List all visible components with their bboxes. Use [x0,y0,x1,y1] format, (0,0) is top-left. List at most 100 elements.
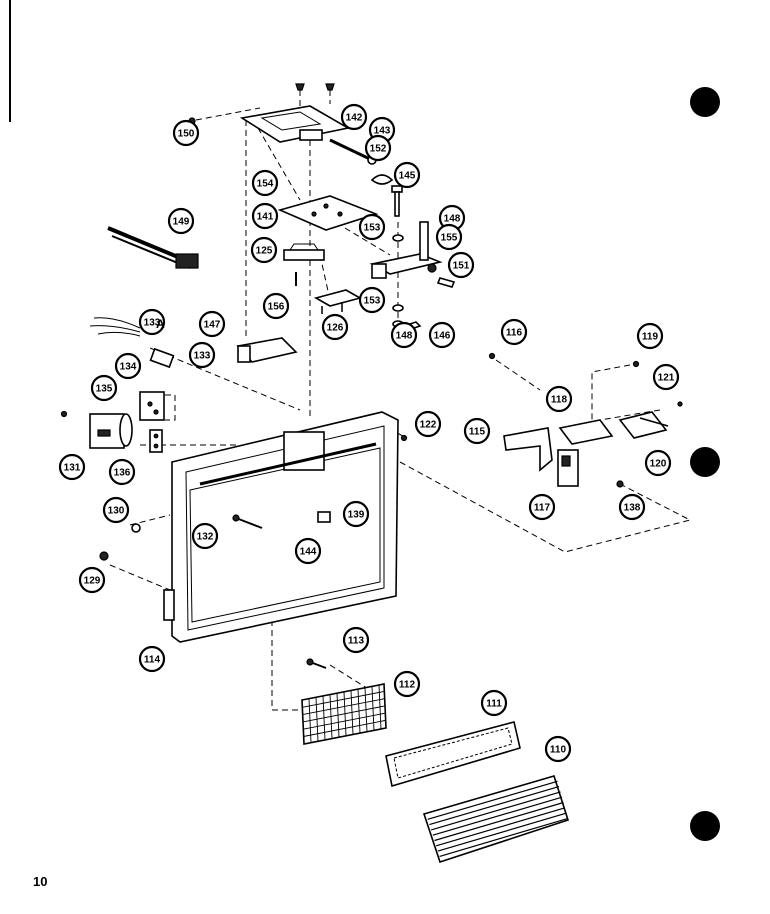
callout-labels: 150 142 143 152 154 145 141 149 153 148 155 125 151 1… [58,103,680,763]
callout-label: 149 [173,217,190,228]
callout-label: 153 [364,223,381,234]
callout-label: 130 [108,506,125,517]
registration-dot [690,447,720,477]
callout-label: 119 [642,332,659,343]
callout-label: 147 [204,320,221,331]
part-top-plate-142 [239,105,351,143]
part-bracket-115 [503,427,553,472]
callout-label: 141 [257,212,274,223]
callout-151: 151 [447,251,475,279]
part-screw-113 [306,658,327,669]
callout-133: 133 [188,341,216,369]
callout-label: 148 [444,214,461,225]
callout-139: 139 [342,500,370,528]
callout-label: 121 [658,373,675,384]
callout-130: 130 [102,496,130,524]
callout-label: 152 [370,144,387,155]
callout-148: 148 [438,204,466,232]
callout-141: 141 [251,202,279,230]
callout-145: 145 [393,161,421,189]
part-louver-110 [422,775,570,864]
callout-label: 116 [506,328,523,339]
part-connector-133 [149,347,175,369]
callout-label: 138 [624,503,641,514]
callout-111: 111 [480,689,508,717]
callout-label: 145 [399,171,416,182]
callout-label: 120 [650,459,667,470]
callout-label: 153 [364,296,381,307]
callout-156: 156 [262,292,290,320]
callout-label: 146 [434,331,451,342]
callout-label: 115 [469,427,486,438]
part-switch-126 [313,289,363,314]
callout-label: 139 [348,510,365,521]
callout-label: 156 [268,302,285,313]
callout-label: 148 [396,331,413,342]
part-main-frame-114 [163,411,399,643]
callout-152: 152 [364,134,392,162]
part-latch-117 [557,449,579,487]
callout-146: 146 [428,321,456,349]
callout-144: 144 [294,537,322,565]
callout-label: 134 [120,362,137,373]
callout-116: 116 [500,318,528,346]
part-harness-149 [107,226,199,269]
callout-label: 143 [374,126,391,137]
callout-125: 125 [250,236,278,264]
callout-131: 131 [58,453,86,481]
callout-suffix-133a: A [156,317,165,331]
part-clip-152 [370,174,394,185]
part-bracket-148 [369,221,443,279]
part-small-fasteners-right [400,352,683,488]
callout-113: 113 [342,626,370,654]
callout-label: 122 [420,420,437,431]
callout-117: 117 [528,493,556,521]
part-wires-133a [89,317,141,337]
callout-label: 118 [551,395,568,406]
callout-153: 153 [358,213,386,241]
callout-132: 132 [191,522,219,550]
callout-155: 155 [435,223,463,251]
registration-dot [690,87,720,117]
callout-133: 133 [138,308,166,336]
callout-label: 142 [346,113,363,124]
callout-label: 111 [486,699,502,710]
callout-120: 120 [644,449,672,477]
registration-dot [690,811,720,841]
callout-112: 112 [393,670,421,698]
leader-lines [109,90,692,711]
part-bracket-120 [618,411,669,439]
callout-label: 133 [194,351,211,362]
callout-150: 150 [172,119,200,147]
callout-label: 154 [257,179,274,190]
part-switch-125 [283,243,325,286]
callout-119: 119 [636,322,664,350]
callout-label: 150 [178,129,195,140]
callout-136: 136 [108,458,136,486]
callout-label: 132 [197,532,214,543]
part-spring-132 [232,514,263,529]
callout-114: 114 [138,645,166,673]
callout-label: 125 [256,246,273,257]
callout-153: 153 [358,286,386,314]
callout-label: 129 [84,576,101,587]
callout-147: 147 [198,310,226,338]
callout-label: 136 [114,468,131,479]
callout-label: 155 [441,233,458,244]
part-bracket-147 [236,337,298,363]
callout-148: 148 [390,321,418,349]
callout-label: 144 [300,547,317,558]
part-grille-112 [301,683,387,745]
part-fasteners-129-130 [99,523,141,561]
callout-121: 121 [652,363,680,391]
part-lever-118 [558,419,614,445]
callout-149: 149 [167,207,195,235]
callout-110: 110 [544,735,572,763]
callout-label: 126 [327,323,344,334]
callout-label: 131 [64,463,81,474]
part-motor-131 [60,410,133,449]
callout-154: 154 [251,169,279,197]
callout-142: 142 [340,103,368,131]
